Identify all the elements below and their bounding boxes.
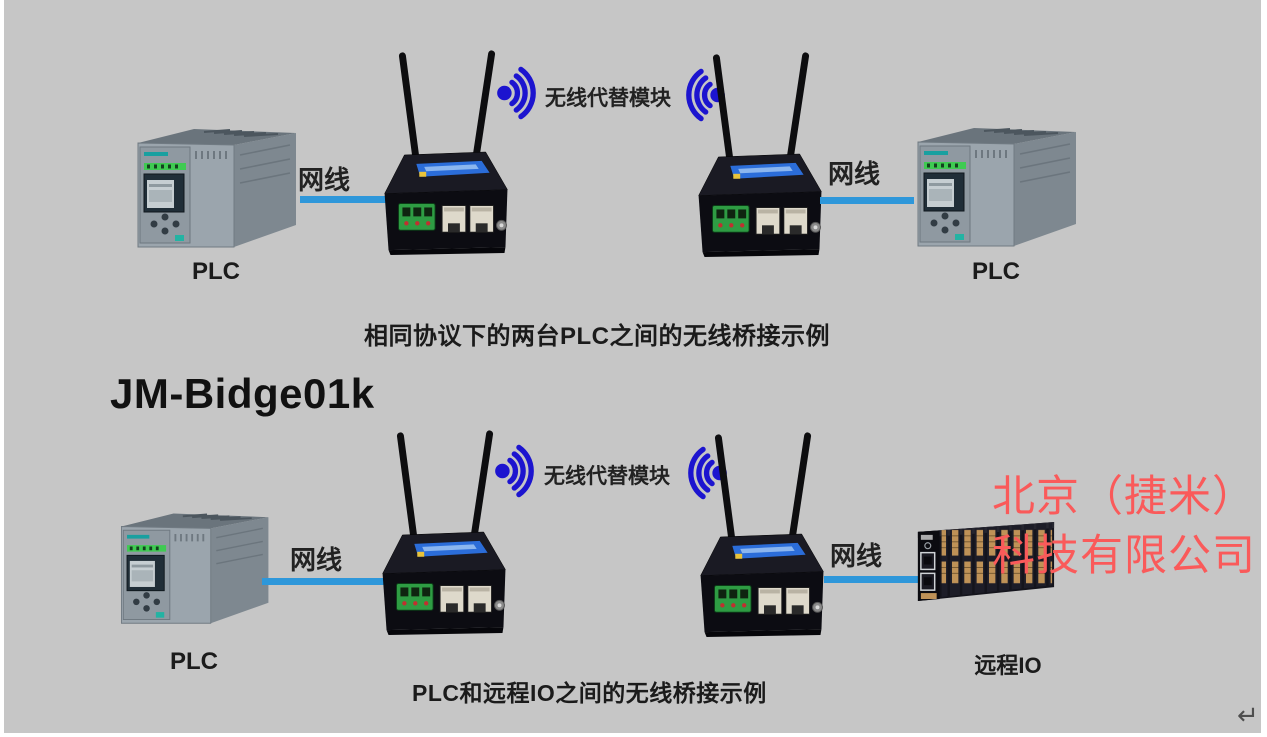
cable-label: 网线 [830,541,883,571]
cable-label: 网线 [290,545,343,575]
ethernet-cable [262,578,392,585]
bottom-diagram-caption: PLC和远程IO之间的无线桥接示例 [412,680,767,706]
product-title: JM-Bidge01k [110,370,375,417]
wireless-module-label: 无线代替模块 [545,87,671,110]
company-watermark-line2: 科技有限公司 [992,532,1256,580]
plc-label: PLC [192,258,240,285]
company-watermark-line1: 北京（捷米） [992,473,1256,521]
plc-label: PLC [170,648,218,675]
plc-device [120,512,270,625]
cable-label: 网线 [828,159,881,189]
ethernet-cable [300,196,394,203]
diagram-image[interactable]: PLC 网线 无线代替模块 网线 PLC 相同协议下的两台PLC之间的无线桥接示… [4,0,1261,733]
company-watermark: 北京（捷米） 科技有限公司 [992,468,1256,586]
wireless-module-label: 无线代替模块 [544,465,670,488]
top-diagram-caption: 相同协议下的两台PLC之间的无线桥接示例 [364,323,830,350]
remote-io-label: 远程IO [974,653,1042,678]
plc-label: PLC [972,258,1020,285]
ethernet-cable [824,576,920,583]
wifi-signal-icon [494,64,538,122]
ethernet-cable [820,197,914,204]
plc-device [917,127,1077,247]
wifi-signal-icon [492,442,536,500]
wireless-bridge-module [694,426,834,639]
paragraph-return-mark: ↵ [1237,700,1259,730]
cable-label: 网线 [298,165,351,195]
wireless-bridge-module [692,46,832,259]
plc-device [137,128,297,248]
